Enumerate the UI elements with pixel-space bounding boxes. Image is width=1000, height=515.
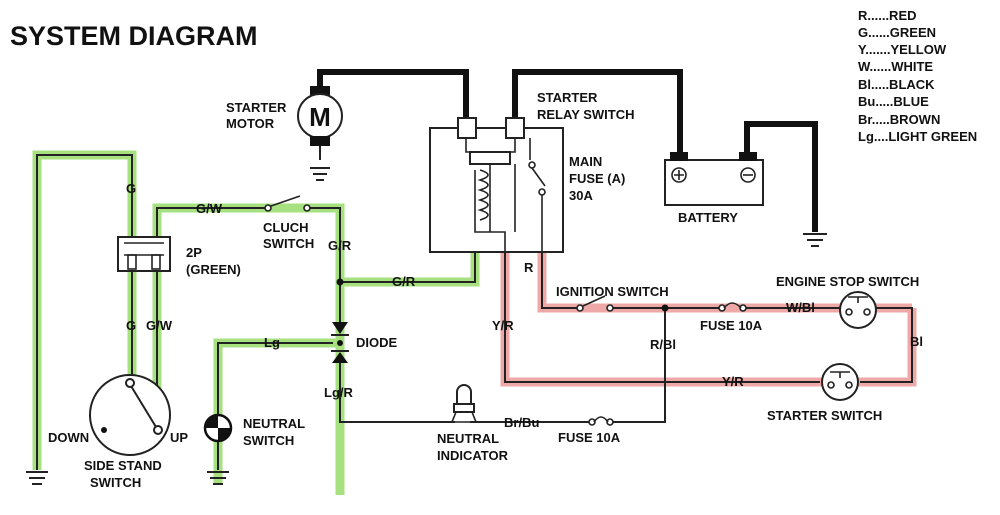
wire-label-gw: G/W bbox=[146, 318, 173, 333]
starter-switch bbox=[821, 363, 859, 401]
main-fuse-label: 30A bbox=[569, 188, 593, 203]
legend-entry: Br.....BROWN bbox=[858, 112, 940, 127]
connector-2p-label: (GREEN) bbox=[186, 262, 241, 277]
neutral-switch-label: NEUTRAL bbox=[243, 416, 305, 431]
neutral-indicator-label: NEUTRAL bbox=[437, 431, 499, 446]
fuse-ignition bbox=[718, 302, 747, 312]
neutral-indicator-bulb bbox=[450, 384, 478, 423]
ground-icon bbox=[310, 167, 330, 181]
starter-relay-switch bbox=[429, 117, 564, 253]
ground-icon bbox=[26, 471, 48, 485]
ignition-switch-label: IGNITION SWITCH bbox=[556, 284, 669, 299]
wire-label-gr: G/R bbox=[392, 274, 416, 289]
cluch-switch-label: CLUCH bbox=[263, 220, 309, 235]
wire-label-g: G bbox=[126, 318, 136, 333]
wire-label-lg: Lg bbox=[264, 335, 280, 350]
neutral-indicator-label: INDICATOR bbox=[437, 448, 509, 463]
engine-stop-switch bbox=[839, 291, 877, 329]
motor-symbol: M bbox=[309, 102, 331, 132]
main-fuse-label: FUSE (A) bbox=[569, 171, 625, 186]
starter-motor-label: STARTER bbox=[226, 100, 287, 115]
wire-label-wbl: W/Bl bbox=[786, 300, 815, 315]
starter-motor: M bbox=[297, 86, 343, 146]
diode bbox=[331, 322, 349, 363]
side-stand-down-label: DOWN bbox=[48, 430, 89, 445]
connector-2p bbox=[117, 236, 171, 272]
main-fuse-label: MAIN bbox=[569, 154, 602, 169]
ground-icon bbox=[803, 233, 827, 247]
fuse-ignition-label: FUSE 10A bbox=[700, 318, 763, 333]
diagram-title: SYSTEM DIAGRAM bbox=[10, 21, 258, 51]
engine-stop-label: ENGINE STOP SWITCH bbox=[776, 274, 919, 289]
legend-entry: W......WHITE bbox=[858, 59, 933, 74]
wire-label-yr: Y/R bbox=[492, 318, 514, 333]
wire-label-g: G bbox=[126, 181, 136, 196]
wire-label-gw: G/W bbox=[196, 201, 223, 216]
side-stand-switch bbox=[89, 374, 171, 456]
starter-switch-label: STARTER SWITCH bbox=[767, 408, 882, 423]
wire-label-rbl: R/Bl bbox=[650, 337, 676, 352]
wire-label-gr: G/R bbox=[328, 238, 352, 253]
fuse-indicator bbox=[588, 416, 614, 426]
ground-icon bbox=[207, 471, 229, 485]
side-stand-label: SWITCH bbox=[90, 475, 141, 490]
connector-2p-label: 2P bbox=[186, 245, 202, 260]
starter-relay-label: RELAY SWITCH bbox=[537, 107, 635, 122]
side-stand-label: SIDE STAND bbox=[84, 458, 162, 473]
wire-label-yr: Y/R bbox=[722, 374, 744, 389]
legend-entry: G......GREEN bbox=[858, 25, 936, 40]
legend-entry: Y.......YELLOW bbox=[858, 42, 947, 57]
battery-label: BATTERY bbox=[678, 210, 738, 225]
neutral-switch-label: SWITCH bbox=[243, 433, 294, 448]
ignition-switch bbox=[576, 295, 614, 312]
starter-motor-label: MOTOR bbox=[226, 116, 275, 131]
starter-relay-label: STARTER bbox=[537, 90, 598, 105]
legend-entry: R......RED bbox=[858, 8, 917, 23]
wire-labels: G G G/W G/W G/R G/R Lg Lg/R Br/Bu Y/R R … bbox=[126, 181, 923, 430]
neutral-switch bbox=[203, 413, 233, 443]
cluch-switch-label: SWITCH bbox=[263, 236, 314, 251]
diode-label: DIODE bbox=[356, 335, 398, 350]
color-legend: R......RED G......GREEN Y.......YELLOW W… bbox=[858, 8, 977, 144]
side-stand-up-label: UP bbox=[170, 430, 188, 445]
wire-label-bl: Bl bbox=[910, 334, 923, 349]
fuse-indicator-label: FUSE 10A bbox=[558, 430, 621, 445]
wire-label-r: R bbox=[524, 260, 534, 275]
starter-cables bbox=[317, 69, 818, 232]
wire-label-brbu: Br/Bu bbox=[504, 415, 539, 430]
battery bbox=[664, 152, 764, 206]
legend-entry: Bl.....BLACK bbox=[858, 77, 935, 92]
cluch-switch bbox=[264, 195, 311, 212]
junction-dots bbox=[336, 278, 669, 346]
wire-label-lgr: Lg/R bbox=[324, 385, 353, 400]
legend-entry: Bu.....BLUE bbox=[858, 94, 929, 109]
legend-entry: Lg....LIGHT GREEN bbox=[858, 129, 977, 144]
